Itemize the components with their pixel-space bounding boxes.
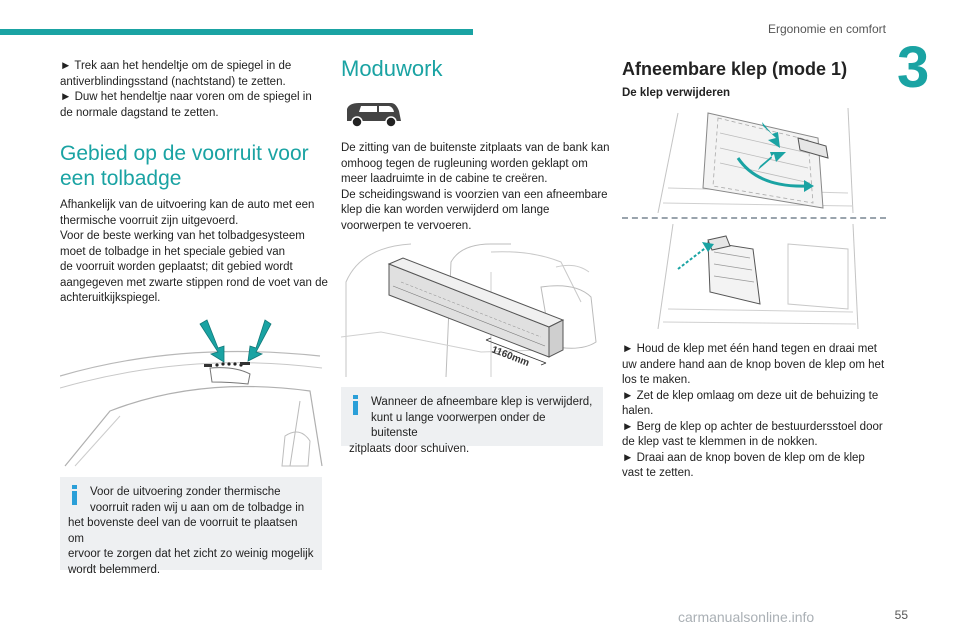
windshield-figure: [60, 316, 324, 471]
long-load-figure: 1160mm: [341, 242, 605, 379]
info-box-moduwork: Wanneer de afneembare klep is verwijderd…: [341, 387, 603, 455]
page-number: 55: [894, 608, 908, 622]
watermark: carmanualsonline.info: [678, 609, 815, 625]
moduwork-heading: Moduwork: [341, 56, 443, 81]
flap-figure-bottom: [648, 224, 878, 329]
mirror-instructions: ► Trek aan het hendeltje om de spiegel i…: [60, 60, 312, 119]
dimension-label: 1160mm: [490, 345, 531, 369]
flap-subheading: De klep verwijderen: [622, 87, 731, 99]
chapter-number: 3: [897, 35, 930, 100]
info-box-tolbadge: Voor de uitvoering zonder thermische voo…: [60, 477, 322, 576]
tolbadge-body: Afhankelijk van de uitvoering kan de aut…: [60, 199, 328, 304]
info-text-tolbadge: Voor de uitvoering zonder thermische voo…: [68, 486, 314, 576]
flap-heading: Afneembare klep (mode 1): [622, 59, 848, 79]
moduwork-body: De zitting van de buitenste zitplaats va…: [341, 142, 610, 232]
info-text-moduwork: Wanneer de afneembare klep is verwijderd…: [349, 396, 593, 455]
flap-figure-top: [648, 108, 878, 213]
flap-body: ► Houd de klep met één hand tegen en dra…: [622, 343, 885, 479]
tolbadge-heading: Gebied op de voorruit voor een tolbadge: [60, 142, 309, 190]
running-head: Ergonomie en comfort: [767, 22, 886, 36]
info-icon: [72, 485, 77, 505]
figure-divider: [622, 217, 886, 219]
header-accent-bar: [0, 29, 473, 35]
info-icon: [353, 395, 358, 415]
van-icon: [341, 99, 403, 129]
